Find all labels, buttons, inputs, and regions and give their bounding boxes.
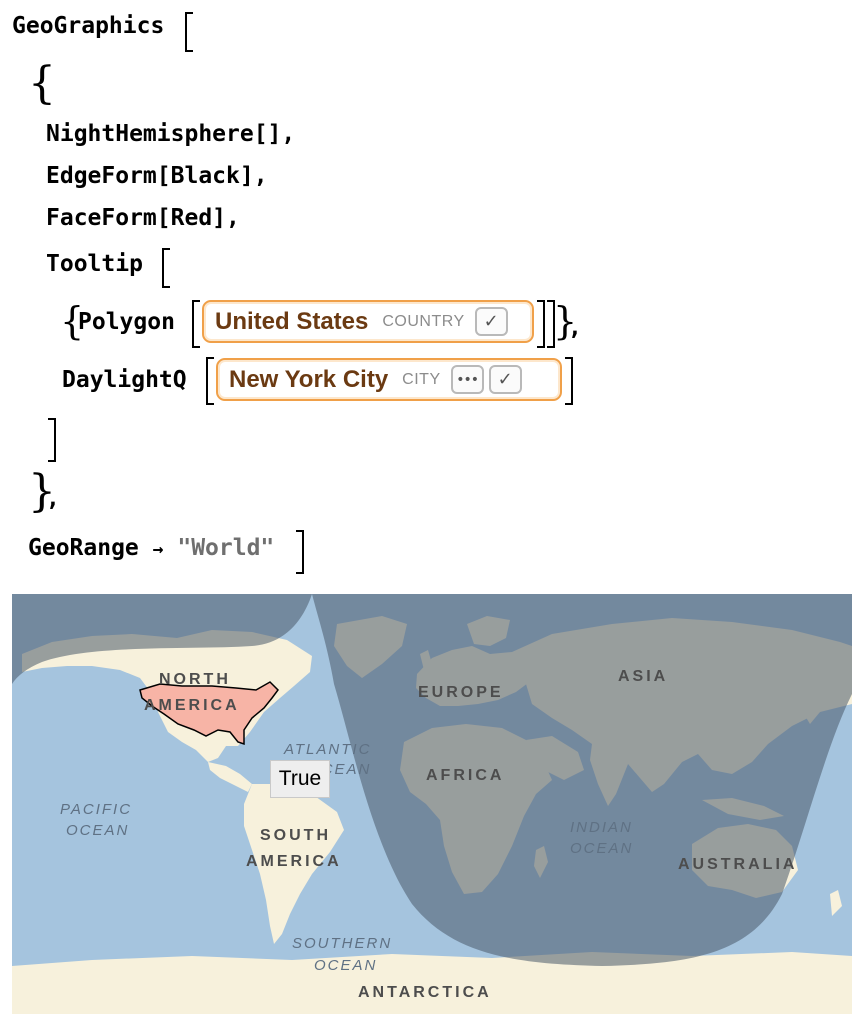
label-europe: EUROPE <box>418 684 504 701</box>
georange-line: GeoRange → "World" <box>28 537 274 560</box>
night-hemisphere-northwest <box>12 594 312 684</box>
label-southern-2: OCEAN <box>314 957 377 974</box>
tooltip-open-bracket <box>162 248 170 288</box>
daylightq-open-bracket <box>206 357 214 405</box>
label-pacific-2: OCEAN <box>66 822 129 839</box>
night-hemisphere-line: NightHemisphere[], <box>46 121 296 147</box>
polygon-close-brace: } <box>553 299 578 343</box>
tooltip-function: Tooltip <box>46 251 143 277</box>
entity-name: United States <box>215 307 369 335</box>
night-hemisphere-east <box>312 594 852 966</box>
entity-type: COUNTRY <box>382 312 465 330</box>
polygon-comma: , <box>568 315 582 341</box>
label-north-america-1: NORTH <box>159 671 231 688</box>
open-brace: { <box>28 58 56 109</box>
south-america <box>244 784 344 944</box>
label-north-america-2: AMERICA <box>144 697 240 714</box>
new-zealand <box>830 890 842 916</box>
daylightq-close-bracket <box>565 357 573 405</box>
label-atlantic-1: ATLANTIC <box>283 741 371 758</box>
label-asia: ASIA <box>618 668 668 685</box>
label-south-america-2: AMERICA <box>246 853 342 870</box>
geographics-keyword: GeoGraphics <box>12 13 165 39</box>
map-svg: NORTH AMERICA EUROPE ASIA AFRICA SOUTH A… <box>12 594 852 1014</box>
label-africa: AFRICA <box>426 767 504 784</box>
daylightq-function: DaylightQ <box>62 367 187 393</box>
entity-type: CITY <box>402 370 441 388</box>
tooltip-popup: True <box>270 760 330 798</box>
label-pacific-1: PACIFIC <box>60 801 132 818</box>
close-brace: } <box>28 466 56 517</box>
label-south-america-1: SOUTH <box>260 827 331 844</box>
entity-name: New York City <box>229 365 389 393</box>
polygon-open-brace: { <box>60 299 85 343</box>
label-antarctica: ANTARCTICA <box>358 984 492 1001</box>
georange-option: GeoRange <box>28 535 139 561</box>
check-icon[interactable]: ✓ <box>488 365 522 394</box>
close-brace-comma: , <box>46 486 60 512</box>
label-indian-1: INDIAN <box>570 819 633 836</box>
united-states-entity[interactable]: United States COUNTRY ✓ <box>202 300 534 343</box>
world-map[interactable]: NORTH AMERICA EUROPE ASIA AFRICA SOUTH A… <box>12 594 852 1014</box>
world-string: "World" <box>177 535 275 561</box>
polygon-close-bracket-2 <box>547 300 555 348</box>
polygon-close-bracket <box>537 300 545 348</box>
geographics-close-bracket <box>296 530 304 574</box>
tooltip-close-bracket <box>48 418 56 462</box>
central-america <box>208 762 252 792</box>
ellipsis-icon[interactable]: ••• <box>450 365 484 394</box>
label-southern-1: SOUTHERN <box>292 935 392 952</box>
antarctica <box>12 952 852 1014</box>
edgeform-line: EdgeForm[Black], <box>46 163 268 189</box>
label-australia: AUSTRALIA <box>678 856 797 873</box>
check-icon[interactable]: ✓ <box>474 307 508 336</box>
faceform-line: FaceForm[Red], <box>46 205 240 231</box>
label-indian-2: OCEAN <box>570 840 633 857</box>
united-states-polygon[interactable] <box>139 681 279 746</box>
new-york-city-entity[interactable]: New York City CITY ••• ✓ <box>216 358 562 401</box>
polygon-function: Polygon <box>78 309 175 335</box>
polygon-open-bracket <box>192 300 200 348</box>
rule-arrow: → <box>152 539 164 560</box>
open-bracket <box>185 12 193 52</box>
